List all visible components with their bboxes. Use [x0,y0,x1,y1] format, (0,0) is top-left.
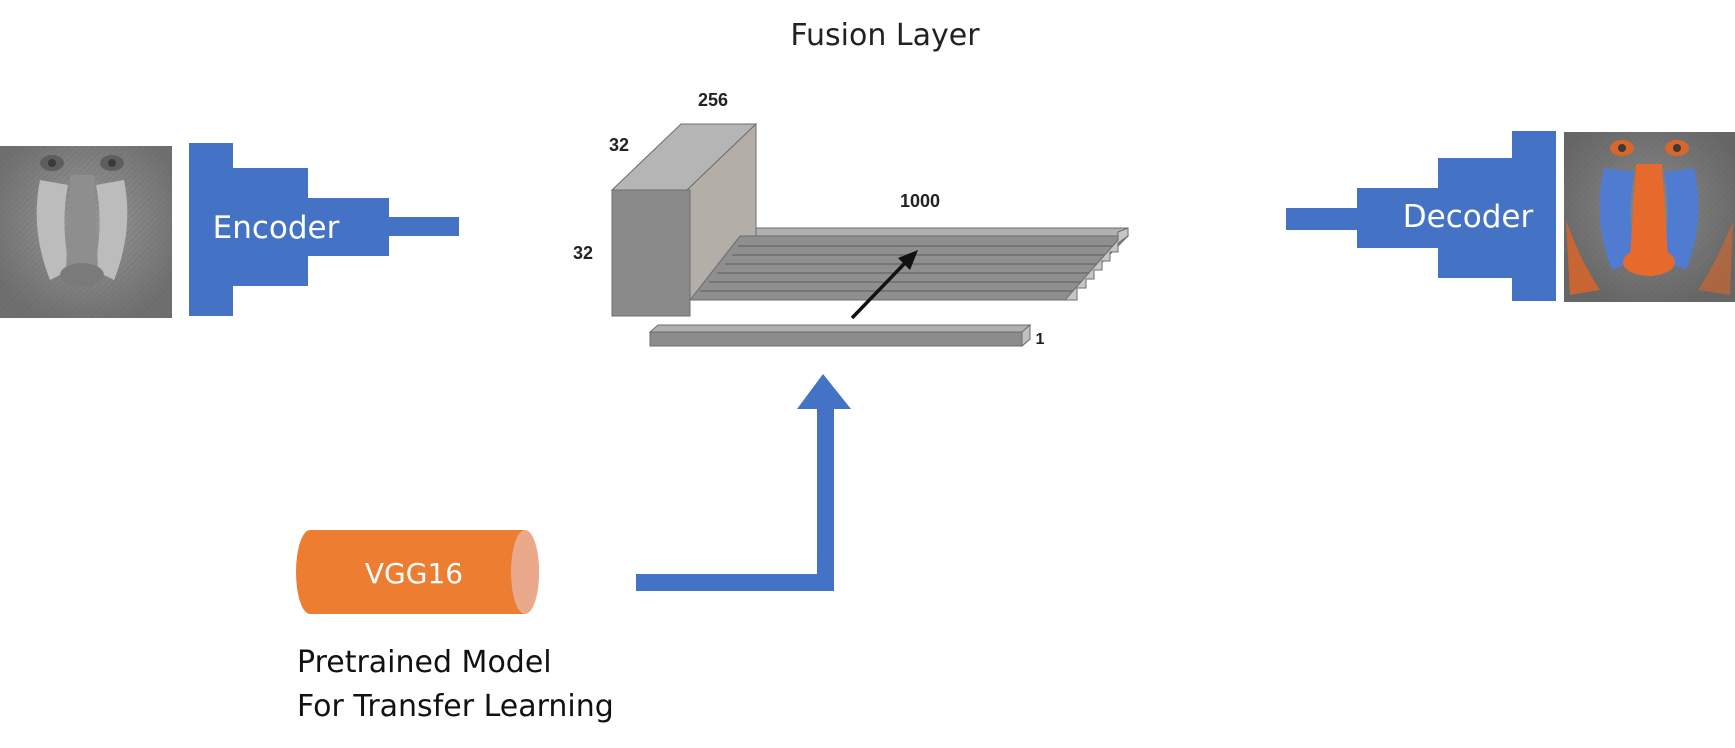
vgg16-cylinder [296,530,539,614]
fusion-thin-bar [648,323,1032,348]
pretrained-to-fusion-arrow-icon [636,374,851,591]
decoder-block [1286,131,1556,301]
dim-label-1: 1 [1036,331,1045,348]
fusion-layer-graphic [610,122,1130,348]
fusion-vector-volume [688,227,1130,301]
dim-label-32-depth: 32 [609,135,629,155]
fusion-feature-cube [610,122,758,317]
pretrained-caption-line1: Pretrained Model [297,645,552,680]
dim-label-32-height: 32 [573,243,593,263]
encoder-block [189,143,459,316]
fusion-broadcast-arrow-icon [850,250,918,320]
dim-label-1000: 1000 [900,191,940,211]
encoder-label: Encoder [213,210,340,246]
colorized-output-image [1564,132,1735,302]
vgg16-label: VGG16 [365,557,463,590]
pretrained-caption-line2: For Transfer Learning [297,689,614,724]
diagram-title: Fusion Layer [790,18,980,53]
decoder-label: Decoder [1403,199,1534,235]
dim-label-256: 256 [698,90,728,110]
grayscale-input-image [0,146,172,318]
